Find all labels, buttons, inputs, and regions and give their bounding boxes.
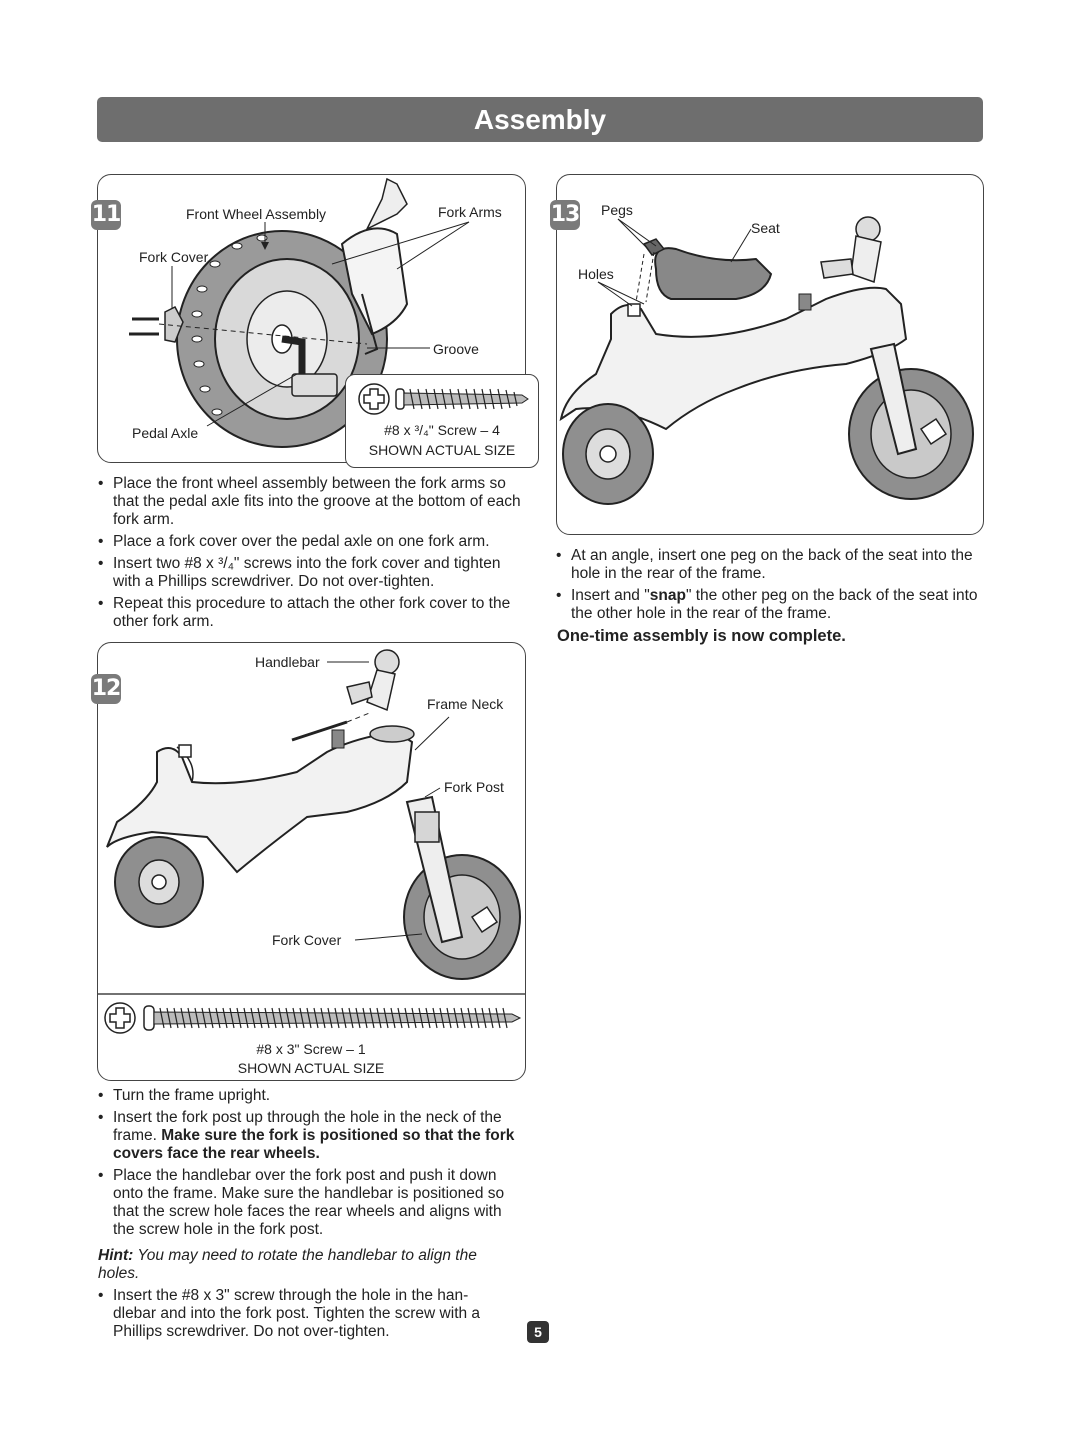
label-pedal-axle: Pedal Axle — [132, 425, 199, 441]
phillips-screw-icon — [358, 383, 529, 415]
label-front-wheel-assembly: Front Wheel Assembly — [186, 206, 327, 222]
long-screw-icon — [104, 1002, 522, 1034]
label-fork-post: Fork Post — [444, 779, 504, 795]
list-item: Place the handlebar over the fork post a… — [98, 1167, 518, 1239]
front-wheel-illustration — [129, 177, 470, 448]
step-13-number: 13 — [550, 200, 580, 230]
step-12-instructions-final: Insert the #8 x 3" screw through the hol… — [98, 1287, 508, 1345]
page-number: 5 — [527, 1321, 549, 1343]
screw-size-box-step11: #8 x ³/₄" Screw – 4 SHOWN ACTUAL SIZE — [345, 374, 539, 468]
label-seat: Seat — [751, 220, 780, 236]
list-item: Insert two #8 x ³/₄" screws into the for… — [98, 555, 528, 591]
hint-label: Hint: — [98, 1247, 134, 1264]
list-item: Turn the frame upright. — [98, 1087, 518, 1105]
step-12-instructions: Turn the frame upright. Insert the fork … — [98, 1087, 518, 1243]
label-fork-arms: Fork Arms — [438, 204, 502, 220]
list-item: Place the front wheel assembly between t… — [98, 475, 528, 529]
page-title: Assembly — [97, 97, 983, 142]
list-item: Place a fork cover over the pedal axle o… — [98, 533, 528, 551]
screw-spec-step11: #8 x ³/₄" Screw – 4 — [384, 422, 500, 438]
assembly-complete-heading: One-time assembly is now complete. — [557, 627, 846, 645]
step-11-number: 11 — [91, 200, 121, 230]
list-item: At an angle, insert one peg on the back … — [556, 547, 986, 583]
emphasis-text: snap — [649, 587, 686, 604]
label-fork-cover: Fork Cover — [139, 249, 209, 265]
list-item: Repeat this procedure to attach the othe… — [98, 595, 528, 631]
label-handlebar: Handlebar — [255, 654, 320, 670]
emphasis-text: Make sure the fork is positioned so that… — [113, 1127, 515, 1162]
screw-note-step12: SHOWN ACTUAL SIZE — [237, 1060, 385, 1076]
screw-spec-step12: #8 x 3" Screw – 1 — [256, 1041, 366, 1057]
list-item: Insert and "snap" the other peg on the b… — [556, 587, 986, 623]
screw-note-step11: SHOWN ACTUAL SIZE — [368, 442, 516, 458]
list-item: Insert the #8 x 3" screw through the hol… — [98, 1287, 508, 1341]
label-groove: Groove — [433, 341, 479, 357]
label-holes: Holes — [578, 266, 614, 282]
hint-note: Hint: You may need to rotate the handleb… — [98, 1247, 477, 1282]
step-12-number: 12 — [91, 674, 121, 704]
tricycle-frame-illustration — [97, 649, 525, 995]
label-pegs: Pegs — [601, 202, 633, 218]
step-13-instructions: At an angle, insert one peg on the back … — [556, 547, 986, 627]
label-frame-neck: Frame Neck — [427, 696, 504, 712]
list-item: Insert the fork post up through the hole… — [98, 1109, 518, 1163]
label-fork-cover-12: Fork Cover — [272, 932, 342, 948]
step-11-instructions: Place the front wheel assembly between t… — [98, 475, 528, 635]
seat-illustration — [559, 216, 974, 505]
